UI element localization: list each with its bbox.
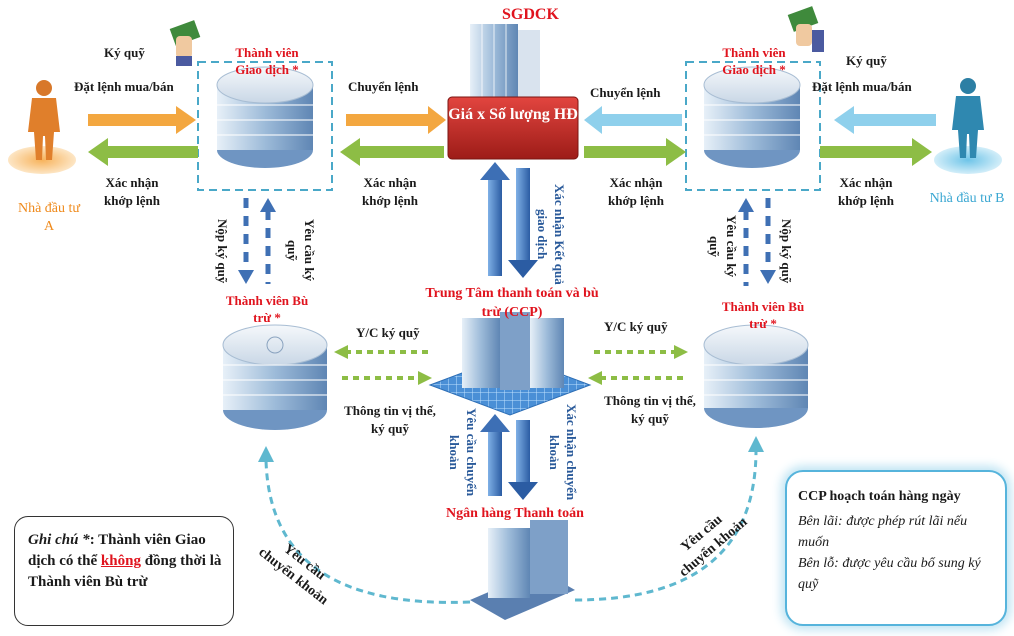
price-quantity-label: Giá x Số lượng HĐ [448, 106, 578, 123]
yeu-cau-chuyen-khoan-center-label: Yêu cầu chuyển khoản [447, 407, 479, 497]
arrow-chuyen-lenh-left [346, 106, 446, 134]
ccp-building [428, 312, 592, 416]
nop-ky-quy-left-label: Nộp ký quỹ [215, 218, 230, 284]
arrow-bank-to-clearing-right-head [748, 436, 764, 452]
ccp-label: Trung Tâm thanh toán và bù trừ (CCP) [425, 286, 599, 320]
chuyen-lenh-right-label: Chuyển lệnh [590, 85, 661, 100]
ky-quy-left-label: Ký quỹ [104, 45, 145, 60]
trading-member-right-frame [685, 61, 821, 191]
note-body-start: : Thành viên Giao dịch có thể [28, 532, 206, 569]
arrow-exchange-to-ccp [508, 168, 538, 278]
ccp-info-profit: Bên lãi: được phép rút lãi nếu muốn [798, 514, 968, 550]
trading-member-right-building [703, 66, 801, 168]
bank-label: Ngân hàng Thanh toán [446, 506, 584, 521]
money-hand-left-icon [169, 20, 201, 66]
arrow-yc-ky-quy-left-head [334, 345, 348, 359]
investor-a-label: Nhà đầu tư A [17, 201, 80, 234]
investor-b-icon [934, 78, 1002, 174]
trading-member-left-frame [197, 61, 333, 191]
note-body-end: đồng thời là Thành viên Bù trừ [28, 553, 222, 590]
arrow-thong-tin-right-head [588, 371, 602, 385]
arrow-xac-nhan-right [820, 138, 932, 166]
trading-member-right-label: Thành viên Giao dịch * [722, 45, 786, 77]
investor-b-label: Nhà đầu tư B [929, 191, 1005, 206]
note-prefix: Ghi chú * [28, 532, 90, 548]
xac-nhan-right-label: Xác nhận khớp lệnh [838, 175, 894, 208]
chuyen-lenh-left-label: Chuyển lệnh [348, 79, 419, 94]
clearing-member-left-building [222, 324, 328, 430]
dat-lenh-right-label: Đặt lệnh mua/bán [812, 79, 912, 94]
arrow-nop-ky-quy-left-head [238, 270, 254, 284]
arrow-bank-to-clearing-left [264, 459, 471, 604]
arrow-xac-nhan-center-left [340, 138, 444, 166]
xac-nhan-center-left-label: Xác nhận khớp lệnh [362, 175, 418, 208]
clearing-member-right-building [703, 324, 809, 428]
xac-nhan-center-right-label: Xác nhận khớp lệnh [608, 175, 664, 208]
arrow-dat-lenh-left [88, 106, 196, 134]
yeu-cau-ky-quy-right-label: Yêu cầu ký quỹ [707, 214, 739, 278]
thong-tin-right-label: Thông tin vị thế, ký quỹ [604, 393, 696, 426]
note-emphasis: không [100, 553, 141, 569]
clearing-member-right-label: Thành viên Bù trừ * [721, 299, 805, 331]
note-text: Ghi chú *: Thành viên Giao dịch có thể k… [28, 530, 228, 593]
exchange-title: SGDCK [502, 6, 559, 23]
arrow-xac-nhan-left [88, 138, 198, 166]
nop-ky-quy-right-label: Nộp ký quỹ [779, 218, 794, 284]
money-hand-right-icon [787, 6, 824, 52]
arrow-thong-tin-left-head [418, 371, 432, 385]
xac-nhan-chuyen-khoan-label: Xác nhận chuyển khoản [547, 403, 579, 501]
dat-lenh-left-label: Đặt lệnh mua/bán [74, 79, 174, 94]
arrow-yeu-cau-ky-quy-right-head [738, 198, 754, 212]
yc-ky-quy-left-label: Y/C ký quỹ [356, 325, 420, 340]
price-quantity-box [447, 96, 579, 160]
arrow-yeu-cau-ky-quy-left-head [260, 198, 276, 212]
yc-ky-quy-right-label: Y/C ký quỹ [604, 319, 668, 334]
bank-building [470, 520, 575, 620]
xac-nhan-left-label: Xác nhận khớp lệnh [104, 175, 160, 208]
arrow-dat-lenh-right [834, 106, 936, 134]
ky-quy-right-label: Ký quỹ [846, 53, 887, 68]
arrow-xac-nhan-center-right [584, 138, 686, 166]
trading-member-left-label: Thành viên Giao dịch * [235, 45, 299, 77]
ccp-info-box [785, 470, 1007, 626]
ccp-info-heading: CCP hoạch toán hàng ngày [798, 489, 961, 504]
ccp-info-text: CCP hoạch toán hàng ngày Bên lãi: được p… [798, 486, 998, 595]
yeu-cau-ky-quy-left-label: Yêu cầu ký quỹ [285, 218, 317, 282]
arrow-bank-to-clearing-right [574, 449, 758, 602]
arrow-yc-ky-quy-right-head [674, 345, 688, 359]
arrow-bank-to-clearing-left-head [258, 446, 274, 462]
arrow-ccp-to-exchange [480, 162, 510, 276]
clearing-member-left-label: Thành viên Bù trừ * [225, 293, 309, 325]
xac-nhan-ket-qua-label: Xác nhận Kết quả giao dịch [535, 183, 567, 285]
note-box [14, 516, 234, 626]
ccp-info-loss: Bên lỗ: được yêu cầu bổ sung ký quỹ [798, 556, 981, 592]
arrow-chuyen-lenh-right [584, 106, 682, 134]
arrow-nop-ky-quy-right-head [760, 270, 776, 284]
investor-a-icon [8, 80, 76, 174]
arrow-bank-to-ccp [508, 420, 538, 500]
trading-member-left-building [216, 66, 314, 168]
arrow-ccp-to-bank [480, 414, 510, 496]
thong-tin-left-label: Thông tin vị thế, ký quỹ [344, 403, 436, 436]
exchange-tower-building [470, 24, 540, 104]
